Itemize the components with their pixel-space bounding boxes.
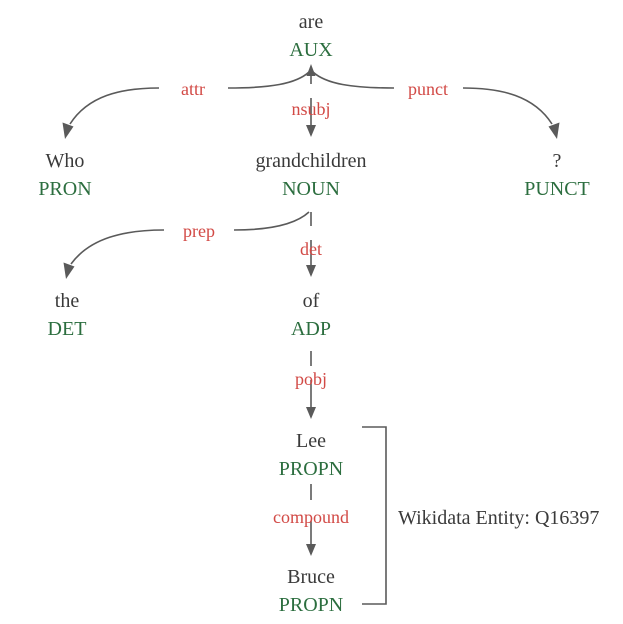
- edge-punct: [312, 71, 560, 139]
- edge-attr-curve-inner: [227, 71, 310, 89]
- edge-pobj: [306, 351, 316, 419]
- entity-annotation-label: Wikidata Entity: Q16397: [398, 507, 599, 529]
- edge-prep-curve-inner: [233, 211, 310, 231]
- edge-attr-curve-outer: [69, 87, 160, 125]
- edge-prep: [63, 211, 310, 279]
- node-question-pos: PUNCT: [524, 178, 590, 200]
- node-grandchildren: grandchildren NOUN: [255, 150, 366, 200]
- edge-attr-arrowhead: [62, 122, 74, 139]
- node-are: are AUX: [289, 11, 333, 61]
- edge-compound: [306, 484, 316, 556]
- edge-label-pobj: pobj: [295, 369, 327, 389]
- node-are-word: are: [299, 11, 324, 33]
- node-the-pos: DET: [48, 318, 87, 340]
- node-of-word: of: [303, 290, 320, 312]
- node-who: Who PRON: [38, 150, 91, 200]
- edge-nsubj-arrowhead-up: [306, 64, 316, 76]
- edge-det: [306, 212, 316, 277]
- edge-label-prep: prep: [183, 221, 215, 241]
- node-the-word: the: [55, 290, 80, 312]
- node-who-pos: PRON: [38, 178, 91, 200]
- node-question-word: ?: [553, 150, 562, 172]
- node-of-pos: ADP: [291, 318, 331, 340]
- node-grandchildren-pos: NOUN: [282, 178, 340, 200]
- edge-prep-curve-outer: [70, 229, 165, 265]
- node-bruce-word: Bruce: [287, 566, 335, 588]
- node-question: ? PUNCT: [524, 150, 590, 200]
- node-lee-pos: PROPN: [279, 458, 343, 480]
- entity-bracket: [362, 426, 387, 605]
- node-grandchildren-word: grandchildren: [255, 150, 366, 172]
- node-who-word: Who: [46, 150, 85, 172]
- node-lee-word: Lee: [296, 430, 326, 452]
- node-bruce-pos: PROPN: [279, 594, 343, 616]
- edge-label-det: det: [300, 239, 322, 259]
- node-of: of ADP: [291, 290, 331, 340]
- node-bruce: Bruce PROPN: [279, 566, 343, 616]
- node-the: the DET: [48, 290, 87, 340]
- edge-punct-curve-inner: [312, 71, 395, 89]
- edge-nsubj-arrowhead-down: [306, 125, 316, 137]
- edge-attr: [62, 71, 310, 139]
- edge-label-compound: compound: [273, 507, 349, 527]
- edge-label-attr: attr: [181, 79, 205, 99]
- edge-punct-curve-outer: [462, 87, 553, 125]
- edge-punct-arrowhead: [548, 122, 560, 139]
- edge-label-punct: punct: [408, 79, 448, 99]
- edge-label-nsubj: nsubj: [291, 99, 330, 119]
- edge-det-arrowhead: [306, 265, 316, 277]
- node-lee: Lee PROPN: [279, 430, 343, 480]
- edge-pobj-arrowhead: [306, 407, 316, 419]
- edge-compound-arrowhead: [306, 544, 316, 556]
- edge-prep-arrowhead: [63, 262, 75, 279]
- node-are-pos: AUX: [289, 39, 333, 61]
